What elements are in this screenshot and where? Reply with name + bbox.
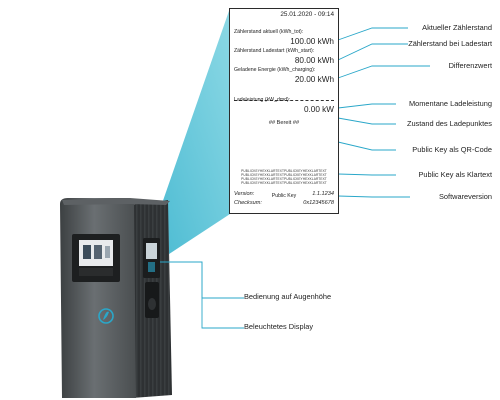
leader-difference (337, 65, 430, 79)
public-key-line: PUBLICKEYHEXKLARTEXTPUBLICKEYHEXKLARTEXT (241, 177, 327, 181)
reading-total-value: 100.00 kWh (290, 37, 334, 46)
public-key-label: Public Key (271, 193, 297, 199)
annotation-eye-level-operation: Bedienung auf Augenhöhe (244, 292, 332, 301)
station-top-cap (62, 198, 170, 205)
meter-display-receipt: 25.01.2020 - 09:14 Zählerstand aktuell (… (229, 8, 339, 214)
screen-icon-card (105, 246, 110, 258)
annotation-difference: Differenzwert (448, 61, 492, 70)
station-front-body (60, 198, 136, 398)
annotation-leaders (160, 27, 430, 329)
public-key-line: PUBLICKEYHEXKLARTEXTPUBLICKEYHEXKLARTEXT (241, 173, 327, 177)
charging-station (60, 198, 172, 398)
reading-start-value: 80.00 kWh (294, 56, 334, 65)
leader-public-key-text (337, 173, 396, 176)
screen-icon-charger-2 (94, 245, 102, 259)
leader-public-key-qr (337, 141, 396, 151)
display-projection-beam (150, 8, 230, 258)
leader-charge-state (337, 117, 396, 125)
leader-start-reading (337, 43, 408, 61)
checksum-label: Checksum: (234, 200, 262, 206)
version-value: 1.1.1234 (312, 191, 334, 197)
leader-software-version (337, 195, 410, 198)
reading-total-label: Zählerstand aktuell (kWh_tot): (234, 29, 304, 35)
annotation-public-key-text: Public Key als Klartext (418, 170, 492, 179)
annotation-software-version: Softwareversion (439, 192, 492, 201)
annotation-current-reading: Aktueller Zählerstand (422, 23, 492, 32)
power-value: 0.00 kW (303, 105, 334, 114)
annotation-current-power: Momentane Ladeleistung (409, 99, 492, 108)
annotation-start-reading: Zählerstand bei Ladestart (408, 39, 492, 48)
version-label: Version: (234, 191, 255, 197)
screen-icon-charger (83, 245, 91, 259)
public-key-line: PUBLICKEYHEXKLARTEXTPUBLICKEYHEXKLARTEXT (241, 169, 327, 173)
leader-display (160, 261, 244, 329)
leader-current-power (337, 103, 396, 109)
leaf-icon (103, 311, 109, 320)
mini-display-screen (146, 243, 157, 259)
energy-label: Geladene Energie (kWh_charging): (234, 67, 316, 73)
leaf-circle-logo-icon (98, 308, 114, 324)
receipt-datetime: 25.01.2020 - 09:14 (280, 11, 334, 18)
power-label: Ladeleistung (kW_dmd): (234, 97, 291, 103)
annotation-public-key-qr: Public Key als QR-Code (412, 145, 492, 154)
annotation-charge-point-state: Zustand des Ladepunktes (406, 119, 492, 128)
checksum-value: 0x12345678 (303, 200, 334, 206)
annotation-illuminated-display: Beleuchtetes Display (244, 322, 314, 331)
energy-value: 20.00 kWh (294, 75, 334, 84)
public-key-line: PUBLICKEYHEXKLARTEXTPUBLICKEYHEXKLARTEXT (241, 181, 327, 185)
reading-start-label: Zählerstand Ladestart (kWh_start): (234, 48, 315, 54)
leader-current-reading (337, 27, 408, 41)
charge-point-status: ## Bereit ## (268, 120, 300, 126)
receipt-divider (234, 100, 334, 101)
